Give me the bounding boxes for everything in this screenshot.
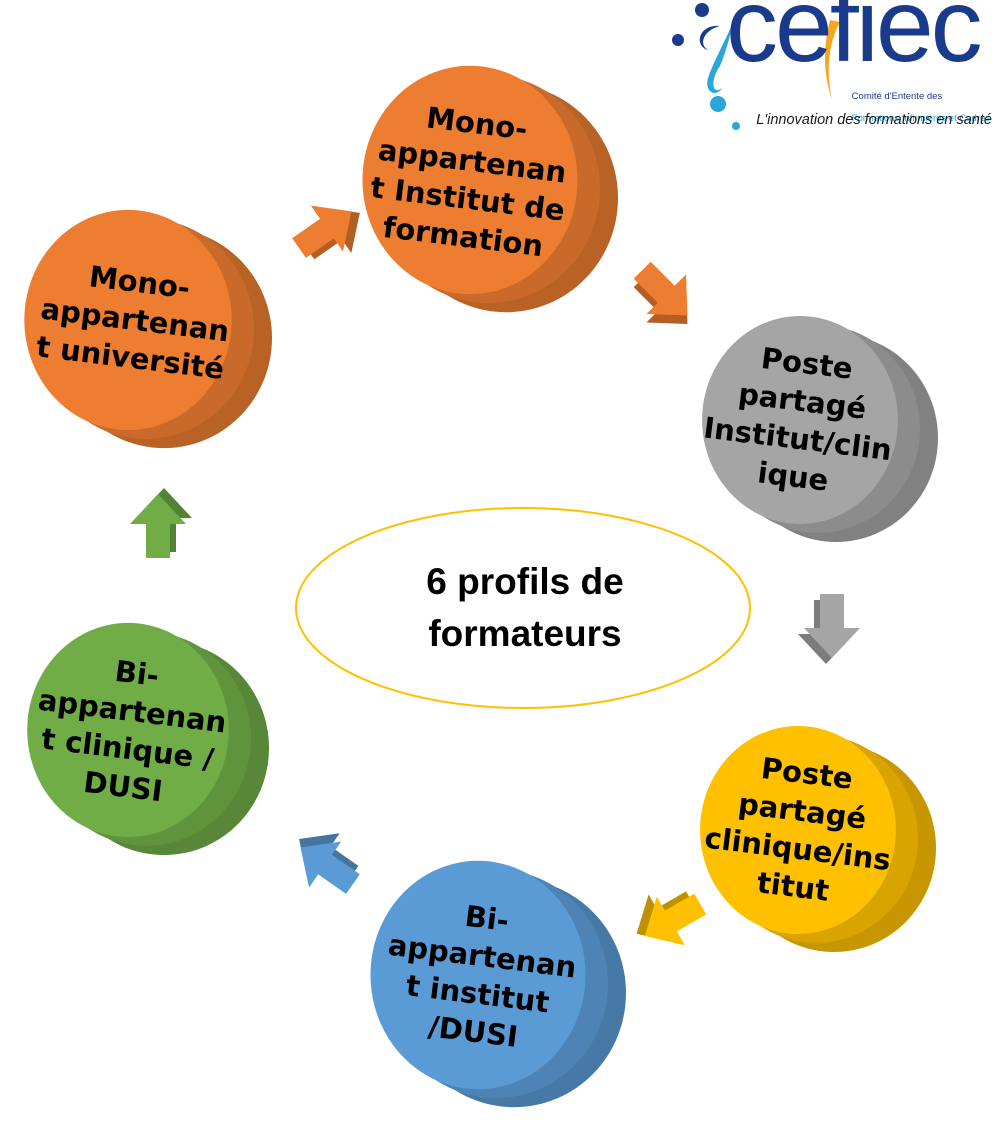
logo-wordmark: cefiec (726, 0, 983, 84)
arrow-bi-clinique-to-universite-head (130, 494, 186, 558)
disc-face-mono-universite (24, 209, 232, 431)
arrow-bi-institut-to-bi-clinique-head (300, 841, 360, 894)
arrow-institut-to-poste-head (633, 261, 688, 316)
arrow-bi-institut-to-bi-clinique (299, 833, 360, 894)
logo-subtitle-line1: Comité d'Entente des (851, 91, 943, 102)
arrow-poste-to-poste-head (804, 594, 860, 658)
logo-mark (672, 3, 840, 130)
arrow-universite-to-institut-head (292, 205, 352, 258)
disc-face-poste-institut-clinique (702, 315, 898, 525)
arrow-bi-clinique-to-universite (130, 488, 192, 558)
logo-subtitle-line2: Formations Infirmières et Cadres (851, 113, 990, 124)
logo-subtitle: Comité d'Entente des Formations Infirmiè… (852, 80, 990, 135)
cefiec-logo: cefiec Comité d'Entente des Formations I… (664, 0, 994, 140)
arrow-poste-to-poste (798, 594, 860, 664)
arrow-poste-to-bi-institut-head (644, 893, 707, 946)
logo-tagline: L'innovation des formations en santé (756, 112, 992, 128)
arrow-institut-to-poste (633, 261, 688, 324)
center-ellipse (295, 507, 751, 709)
disc-face-bi-institut-dusi (370, 860, 586, 1090)
disc-face-poste-clinique-institut (700, 725, 896, 935)
center-title: 6 profils de formateurs (426, 561, 624, 654)
arrow-universite-to-institut (292, 205, 360, 260)
disc-face-bi-clinique-dusi (27, 622, 229, 838)
arrow-poste-to-bi-institut (636, 891, 707, 946)
disc-face-mono-institut (362, 65, 578, 295)
